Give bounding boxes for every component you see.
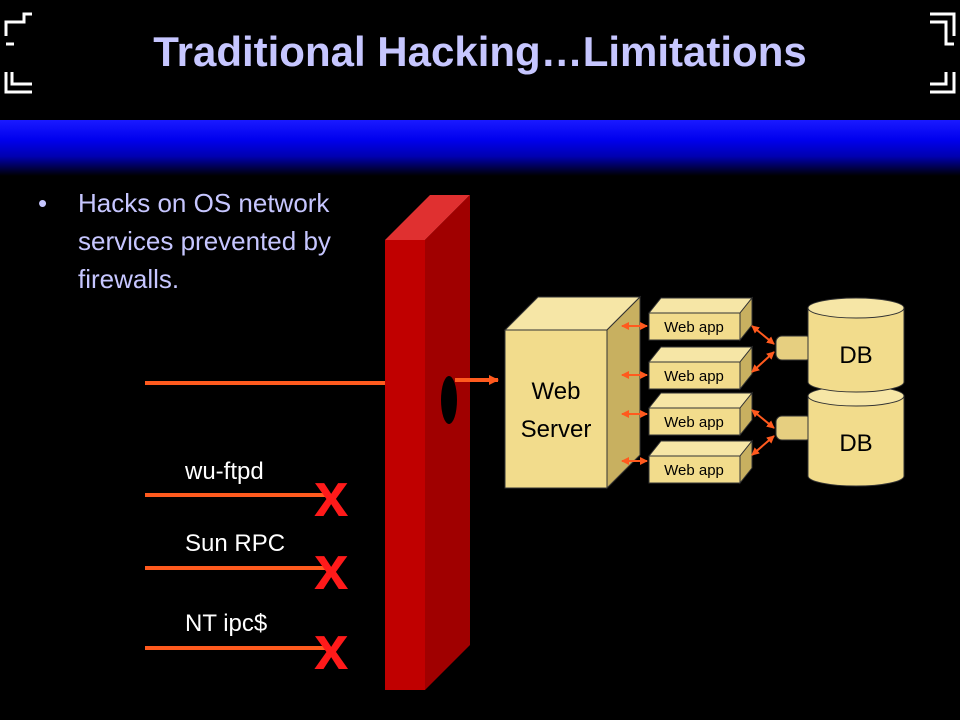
database-label-1: DB bbox=[839, 342, 872, 369]
app-db-connector-1 bbox=[751, 325, 775, 345]
page-title: Traditional Hacking…Limitations bbox=[153, 28, 807, 75]
web-app-label-4: Web app bbox=[664, 462, 724, 479]
block-mark-wu-ftpd: x bbox=[314, 461, 349, 530]
database-label-2: DB bbox=[839, 430, 872, 457]
app-db-connector-2 bbox=[751, 351, 775, 373]
bullet-dot: • bbox=[38, 188, 48, 218]
service-label-nt-ipc: NT ipc$ bbox=[185, 610, 267, 637]
app-db-connector-3 bbox=[751, 409, 775, 429]
web-server-label-line1: Web bbox=[532, 378, 581, 405]
web-app-4: Web app bbox=[647, 439, 754, 485]
server-app-connectors bbox=[621, 322, 648, 465]
corner-bracket-top-right bbox=[930, 12, 956, 36]
block-mark-sun-rpc: x bbox=[314, 534, 349, 603]
web-app-2: Web app bbox=[647, 345, 754, 391]
firewall-front bbox=[385, 240, 425, 690]
web-app-label-3: Web app bbox=[664, 414, 724, 431]
corner-bracket-bottom-left-2 bbox=[10, 72, 32, 86]
corner-bracket-top-right-2 bbox=[930, 20, 954, 46]
corner-bracket-bottom-left bbox=[4, 72, 32, 94]
firewall bbox=[385, 195, 470, 690]
service-label-sun-rpc: Sun RPC bbox=[185, 530, 285, 557]
app-db-connector-4 bbox=[751, 435, 775, 456]
firewall-side bbox=[425, 195, 470, 690]
web-app-3: Web app bbox=[647, 391, 754, 437]
block-mark-nt-ipc: x bbox=[314, 614, 349, 683]
service-label-wu-ftpd: wu-ftpd bbox=[184, 458, 264, 485]
web-app-label-1: Web app bbox=[664, 319, 724, 336]
firewall-hole bbox=[441, 376, 457, 424]
corner-bracket-bottom-right bbox=[930, 72, 956, 94]
web-server-front bbox=[504, 329, 608, 489]
firewall-top bbox=[385, 195, 470, 240]
database-2: DB bbox=[775, 385, 905, 487]
title-band bbox=[0, 120, 960, 176]
web-app-label-2: Web app bbox=[664, 368, 724, 385]
app-db-connectors bbox=[751, 325, 775, 456]
web-app-1: Web app bbox=[647, 296, 754, 342]
web-server: Web Server bbox=[503, 295, 642, 490]
web-server-label-line2: Server bbox=[521, 416, 592, 443]
bullet-text: Hacks on OS network services prevented b… bbox=[78, 188, 331, 294]
database-1: DB bbox=[775, 297, 905, 393]
corner-bracket-top-left bbox=[4, 12, 32, 36]
corner-bracket-bottom-right-2 bbox=[930, 72, 948, 86]
